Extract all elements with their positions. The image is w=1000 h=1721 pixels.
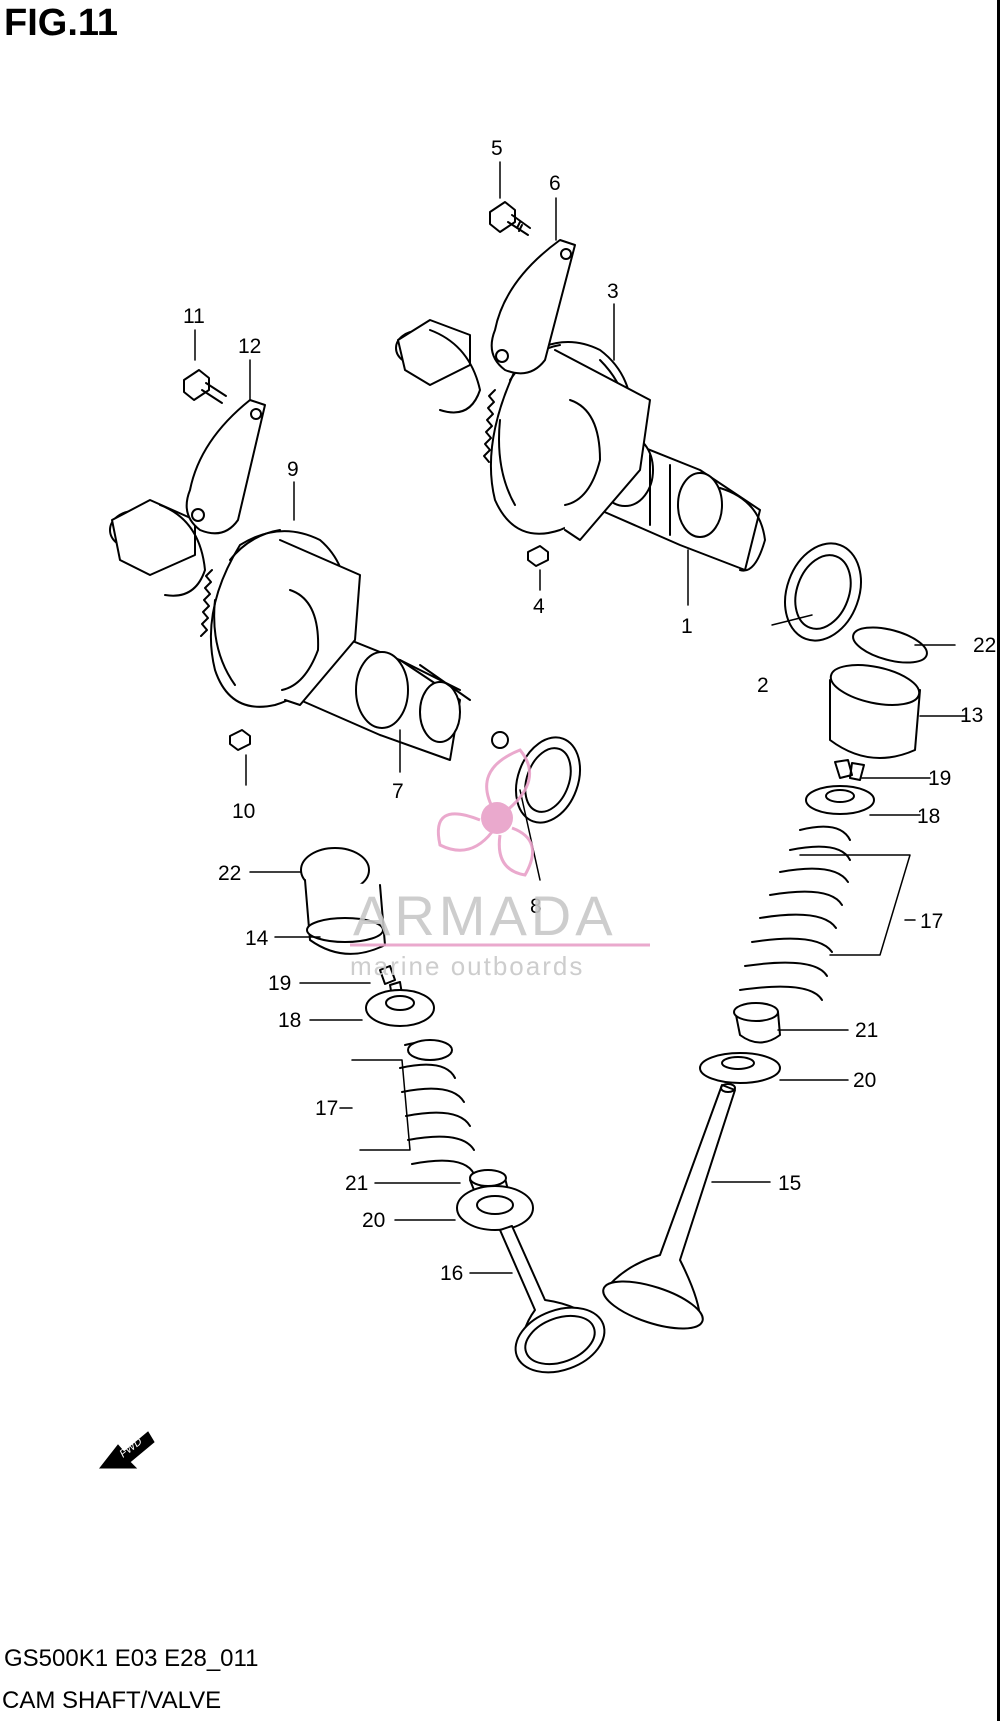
callout-7: 7 xyxy=(392,780,404,803)
bolt-lower xyxy=(183,369,227,404)
figure-title: FIG.11 xyxy=(4,2,119,44)
callout-22-left: 22 xyxy=(218,862,241,885)
propeller-logo xyxy=(436,748,534,877)
watermark-tagline: marine outboards xyxy=(350,951,584,981)
callout-20-right: 20 xyxy=(853,1069,876,1092)
callout-19-right: 19 xyxy=(928,767,951,790)
retainer-right xyxy=(805,785,875,815)
fwd-arrow: FWD xyxy=(98,1431,155,1469)
retainer-left xyxy=(365,989,435,1027)
callout-1: 1 xyxy=(681,615,693,638)
callout-15: 15 xyxy=(778,1172,801,1195)
callout-22-right: 22 xyxy=(973,634,996,657)
callout-4: 4 xyxy=(533,595,545,618)
valve-spring-right xyxy=(739,825,851,1001)
callout-19-left: 19 xyxy=(268,972,291,995)
callout-17-left: 17 xyxy=(315,1097,338,1120)
valve-intake-left xyxy=(499,1225,606,1374)
tappet-right xyxy=(829,664,921,759)
callout-18-left: 18 xyxy=(278,1009,301,1032)
cotter-right xyxy=(834,759,865,781)
callout-14: 14 xyxy=(245,927,269,950)
callout-9: 9 xyxy=(287,458,299,481)
callout-21-left: 21 xyxy=(345,1172,368,1195)
callout-11: 11 xyxy=(183,305,205,328)
camshaft-oil-seal-lower xyxy=(515,736,581,824)
callout-6: 6 xyxy=(549,172,561,195)
camshaft-sprocket-upper xyxy=(483,341,651,541)
spring-seat-left xyxy=(456,1185,534,1231)
callout-13: 13 xyxy=(960,704,983,727)
cam-guide-bracket-upper xyxy=(490,239,576,375)
pin-lower xyxy=(229,729,251,751)
page-edge-line xyxy=(997,0,1000,1721)
callout-3: 3 xyxy=(607,280,619,303)
armada-watermark: ARMADA marine outboards xyxy=(350,748,650,981)
callout-20-left: 20 xyxy=(362,1209,385,1232)
callout-18-right: 18 xyxy=(917,805,940,828)
valve-spring-left xyxy=(399,1039,475,1175)
callout-5: 5 xyxy=(491,137,503,160)
model-code: GS500K1 E03 E28_011 xyxy=(4,1645,259,1672)
shim-right xyxy=(852,626,928,664)
callout-8: 8 xyxy=(530,895,542,918)
cam-guide-bracket-lower xyxy=(185,399,266,535)
callout-12: 12 xyxy=(238,335,261,358)
callout-labels: 5 6 3 11 12 9 4 1 22 2 13 19 7 10 18 22 … xyxy=(183,137,996,1285)
watermark-brand: ARMADA xyxy=(353,884,617,947)
callout-17-right: 17 xyxy=(920,910,943,933)
valve-exhaust-right xyxy=(602,1083,736,1330)
bolt-upper xyxy=(489,201,531,236)
leader-lines xyxy=(194,161,966,1274)
callout-10: 10 xyxy=(232,800,255,823)
callout-2: 2 xyxy=(757,674,769,697)
pin-upper xyxy=(527,545,549,567)
callout-21-right: 21 xyxy=(855,1019,878,1042)
camshaft-sprocket-lower xyxy=(200,529,361,708)
stem-seal-right xyxy=(733,1002,781,1044)
callout-16: 16 xyxy=(440,1262,463,1285)
section-name: CAM SHAFT/VALVE xyxy=(2,1687,222,1714)
spring-seat-right xyxy=(699,1052,781,1084)
